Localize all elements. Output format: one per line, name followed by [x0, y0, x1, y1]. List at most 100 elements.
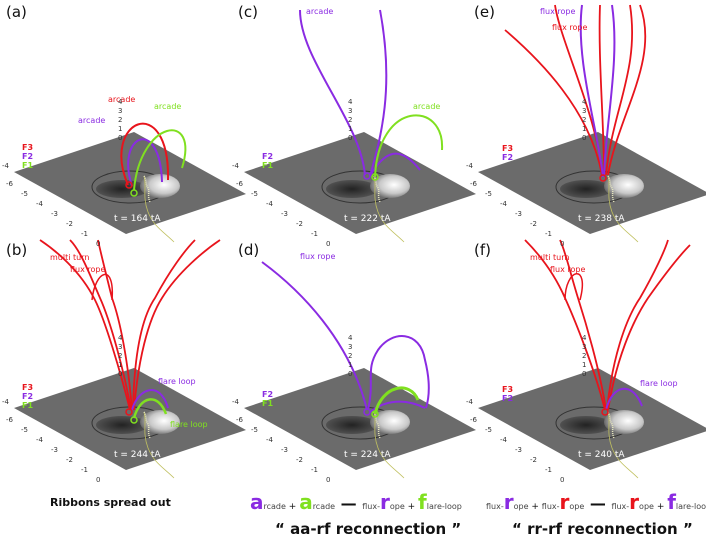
equation-initial: a [299, 490, 313, 514]
axis-tick-z: 3 [348, 107, 353, 115]
label-d-flux-rope: flux rope [300, 252, 336, 261]
flare-loop-green-d [373, 386, 420, 415]
axis-tick-z: 2 [348, 116, 353, 124]
axis-tick-x: -1 [311, 230, 318, 238]
axis-tick-z: 4 [348, 334, 353, 342]
equation-suffix: ope [389, 502, 405, 511]
axis-tick-z: 2 [118, 352, 123, 360]
flux-f-f3: F3 [502, 385, 514, 394]
axis-tick-x: -2 [530, 456, 537, 464]
axis-tick-z: 3 [118, 107, 123, 115]
axis-tick-x: -3 [51, 446, 58, 454]
axis-tick-z: 4 [582, 98, 587, 106]
axis-tick-y: -4 [466, 398, 473, 406]
axis-tick-x: -4 [36, 436, 43, 444]
label-b-flux-rope: flux rope [70, 265, 106, 274]
equation-prefix: flux- [611, 502, 630, 511]
equation-initial: f [667, 490, 676, 514]
equation-suffix: rcade [263, 502, 286, 511]
flux-d-f1: F1 [262, 399, 274, 408]
equation-initial: r [559, 490, 570, 514]
equation-operator: + [285, 502, 300, 512]
axis-tick-z: 3 [582, 343, 587, 351]
axis-tick-x: 0 [96, 240, 101, 248]
axis-tick-x: -3 [281, 446, 288, 454]
time-d: t = 224 tA [344, 450, 391, 460]
axis-tick-y: -4 [466, 162, 473, 170]
arcade-loop-red [120, 122, 170, 186]
equation-prefix: flux- [541, 502, 560, 511]
equation-initial: f [418, 490, 427, 514]
panel-d [243, 261, 477, 479]
axis-tick-z: 1 [582, 125, 587, 133]
axis-tick-x: -3 [281, 210, 288, 218]
axis-tick-x: -1 [545, 230, 552, 238]
label-c-arcade-purple: arcade [306, 7, 334, 16]
time-b: t = 244 tA [114, 450, 161, 460]
axis-tick-z: 1 [118, 361, 123, 369]
axis-tick-x: -5 [485, 190, 492, 198]
axis-tick-x: -6 [470, 416, 477, 424]
axis-tick-x: -6 [236, 416, 243, 424]
equation-suffix: lare-loop [426, 502, 462, 511]
label-e-flux-rope-red: flux rope [552, 23, 588, 32]
axis-tick-z: 0 [582, 370, 587, 378]
axis-tick-x: 0 [560, 240, 565, 248]
axis-tick-x: 0 [326, 476, 331, 484]
axis-tick-x: -5 [251, 426, 258, 434]
axis-tick-z: 4 [118, 98, 123, 106]
flux-rope-purple [261, 261, 368, 411]
flux-f-f2: F2 [502, 394, 514, 403]
equation-suffix: ope [513, 502, 529, 511]
axis-tick-z: 1 [118, 125, 123, 133]
axis-tick-y: -4 [232, 162, 239, 170]
axis-tick-y: -4 [232, 398, 239, 406]
axis-tick-x: 0 [96, 476, 101, 484]
equation-initial: r [503, 490, 514, 514]
axis-tick-x: -6 [470, 180, 477, 188]
equation-suffix: rcade [312, 502, 336, 511]
flux-c-f1: F1 [262, 161, 274, 170]
caption-aa-rf: “ aa-rf reconnection ” [275, 520, 462, 538]
label-b-flare-loop-purple: flare loop [158, 377, 196, 386]
axis-tick-x: -4 [266, 436, 273, 444]
equation-operator: + [404, 502, 419, 512]
axis-tick-z: 2 [118, 116, 123, 124]
axis-tick-y: -4 [2, 162, 9, 170]
equation-operator: — [335, 494, 363, 513]
axis-tick-x: -1 [81, 466, 88, 474]
axis-tick-x: 0 [560, 476, 565, 484]
footpoint-green [130, 189, 138, 197]
axis-tick-x: -6 [6, 180, 13, 188]
arcade-green [374, 114, 444, 178]
equation-prefix: flux- [486, 502, 504, 511]
label-f-multi-turn: multi turn [530, 253, 570, 262]
flux-a-f2: F2 [22, 152, 34, 161]
equation-suffix: ope [639, 502, 654, 511]
equation-rr-rf: flux-rope + flux-rope — flux-rope + flar… [486, 490, 706, 514]
axis-tick-z: 4 [118, 334, 123, 342]
panel-tag-f: (f) [474, 241, 491, 259]
axis-tick-z: 2 [348, 352, 353, 360]
label-b-flare-loop-green: flare loop [170, 420, 208, 429]
axis-tick-x: -5 [21, 190, 28, 198]
flux-a-f3: F3 [22, 143, 34, 152]
time-e: t = 238 tA [578, 214, 625, 224]
axis-tick-x: -2 [66, 220, 73, 228]
axis-tick-z: 4 [348, 98, 353, 106]
axis-tick-x: -3 [515, 210, 522, 218]
label-f-flare-loop: flare loop [640, 379, 678, 388]
axis-tick-x: -1 [311, 466, 318, 474]
axis-tick-x: -5 [485, 426, 492, 434]
arcade-loop-green [133, 129, 187, 191]
axis-tick-z: 3 [118, 343, 123, 351]
panel-tag-c: (c) [238, 3, 258, 21]
axis-tick-z: 0 [118, 370, 123, 378]
label-b-multi-turn: multi turn [50, 253, 90, 262]
panel-tag-d: (d) [238, 241, 260, 259]
axis-tick-z: 3 [582, 107, 587, 115]
axis-tick-y: -4 [2, 398, 9, 406]
panel-tag-a: (a) [6, 3, 27, 21]
caption-ribbons: Ribbons spread out [50, 496, 171, 509]
